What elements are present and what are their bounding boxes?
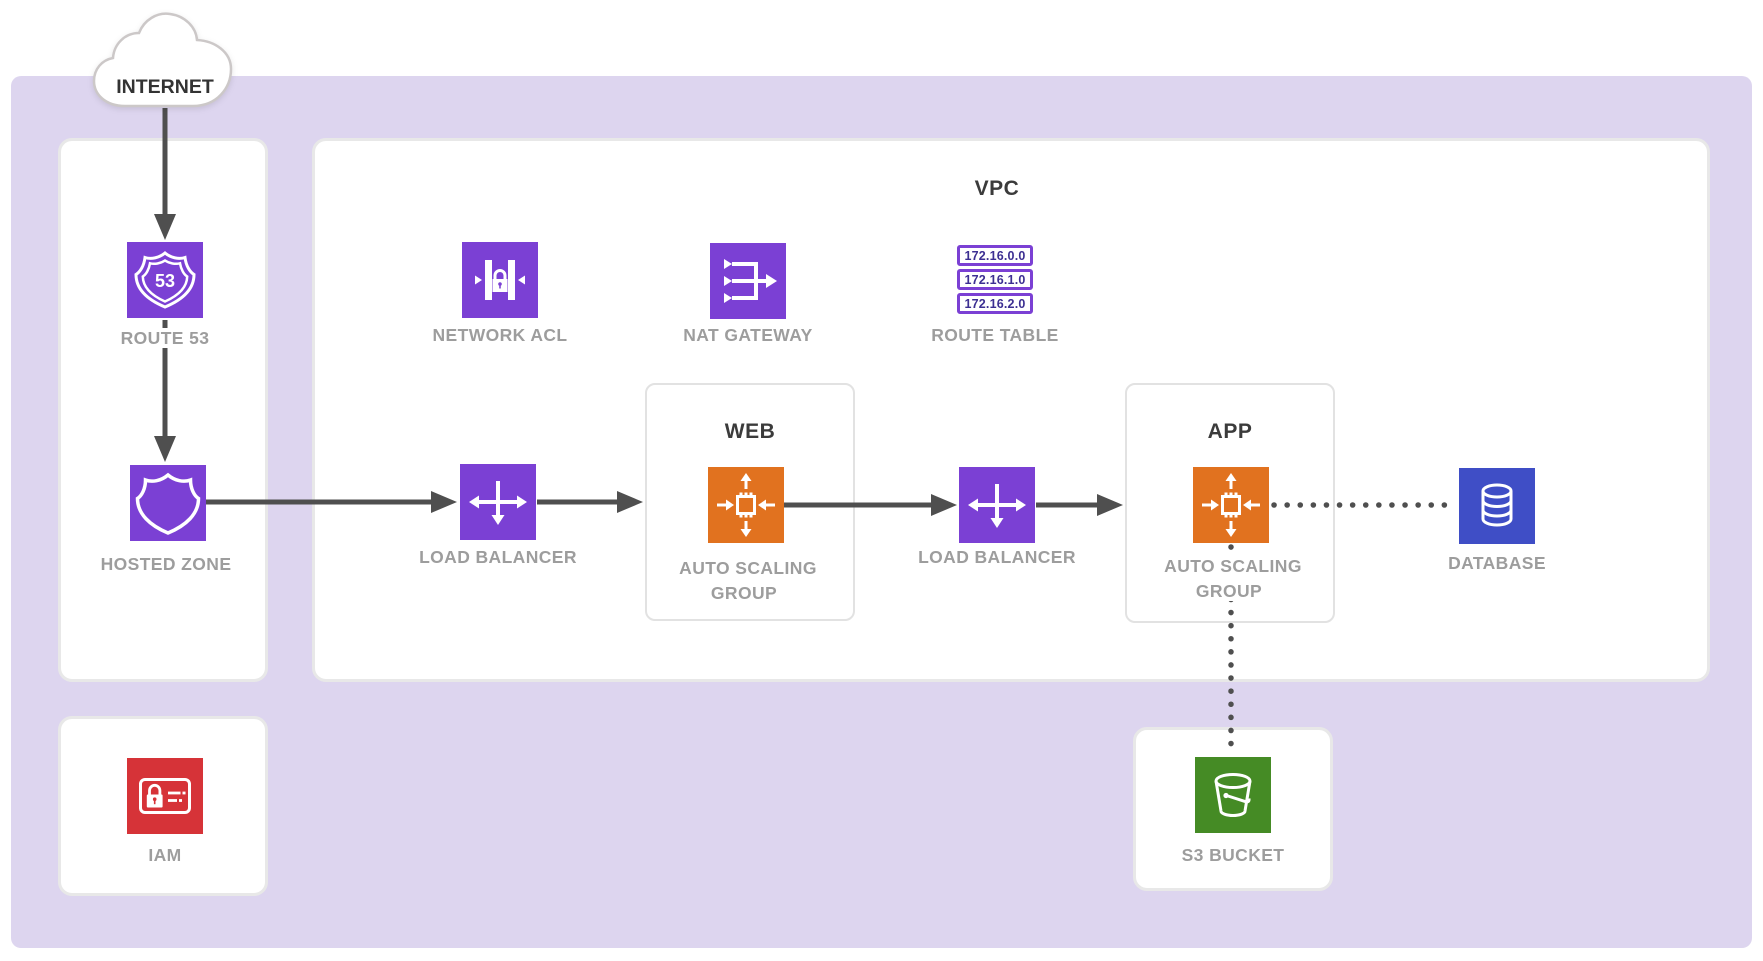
route-table-cidr: 172.16.0.0 — [964, 248, 1026, 263]
iam-label: IAM — [75, 843, 255, 868]
auto-scaling-icon — [717, 473, 775, 537]
database-icon — [1481, 483, 1513, 527]
s3-bucket-icon — [1214, 773, 1252, 817]
load-balancer-app-label: LOAD BALANCER — [907, 545, 1087, 570]
route-table-entry[interactable]: 172.16.1.0 — [957, 269, 1033, 290]
s3-bucket-label: S3 BUCKET — [1143, 843, 1323, 868]
vpc-panel[interactable] — [312, 138, 1710, 682]
route-table-entry[interactable]: 172.16.2.0 — [957, 293, 1033, 314]
vpc-title: VPC — [974, 177, 1020, 200]
network-acl-node[interactable] — [462, 242, 538, 318]
nat-gateway-node[interactable] — [710, 243, 786, 319]
auto-scaling-app-node[interactable] — [1193, 467, 1269, 543]
load-balancer-app-node[interactable] — [959, 467, 1035, 543]
route53-node[interactable]: 53 — [127, 242, 203, 318]
web-tier-title: WEB — [724, 420, 776, 443]
s3-bucket-node[interactable] — [1195, 757, 1271, 833]
auto-scaling-icon — [1202, 473, 1260, 537]
iam-node[interactable] — [127, 758, 203, 834]
network-acl-icon — [475, 260, 525, 300]
route53-number: 53 — [155, 271, 175, 291]
database-label: DATABASE — [1407, 551, 1587, 576]
hosted-zone-label: HOSTED ZONE — [66, 552, 266, 577]
load-balancer-web-node[interactable] — [460, 464, 536, 540]
route-table-label: ROUTE TABLE — [905, 323, 1085, 348]
internet-cloud-icon[interactable] — [85, 8, 245, 120]
auto-scaling-app-label: AUTO SCALING GROUP — [1141, 554, 1321, 605]
auto-scaling-web-node[interactable] — [708, 467, 784, 543]
hosted-zone-shield-icon — [135, 472, 201, 535]
load-balancer-icon — [968, 484, 1026, 528]
iam-icon — [139, 778, 191, 814]
nat-gateway-icon — [724, 259, 777, 303]
database-node[interactable] — [1459, 468, 1535, 544]
network-acl-label: NETWORK ACL — [410, 323, 590, 348]
route53-shield-icon: 53 — [134, 251, 196, 309]
load-balancer-web-label: LOAD BALANCER — [408, 545, 588, 570]
route-table-cidr: 172.16.2.0 — [964, 296, 1026, 311]
auto-scaling-web-label: AUTO SCALING GROUP — [656, 556, 836, 607]
nat-gateway-label: NAT GATEWAY — [658, 323, 838, 348]
hosted-zone-node[interactable] — [130, 465, 206, 541]
internet-label: INTERNET — [116, 76, 214, 98]
dns-panel[interactable] — [58, 138, 268, 682]
app-tier-title: APP — [1207, 420, 1253, 443]
route-table-cidr: 172.16.1.0 — [964, 272, 1026, 287]
route53-label: ROUTE 53 — [75, 326, 255, 351]
route-table-entry[interactable]: 172.16.0.0 — [957, 245, 1033, 266]
load-balancer-icon — [469, 481, 527, 525]
